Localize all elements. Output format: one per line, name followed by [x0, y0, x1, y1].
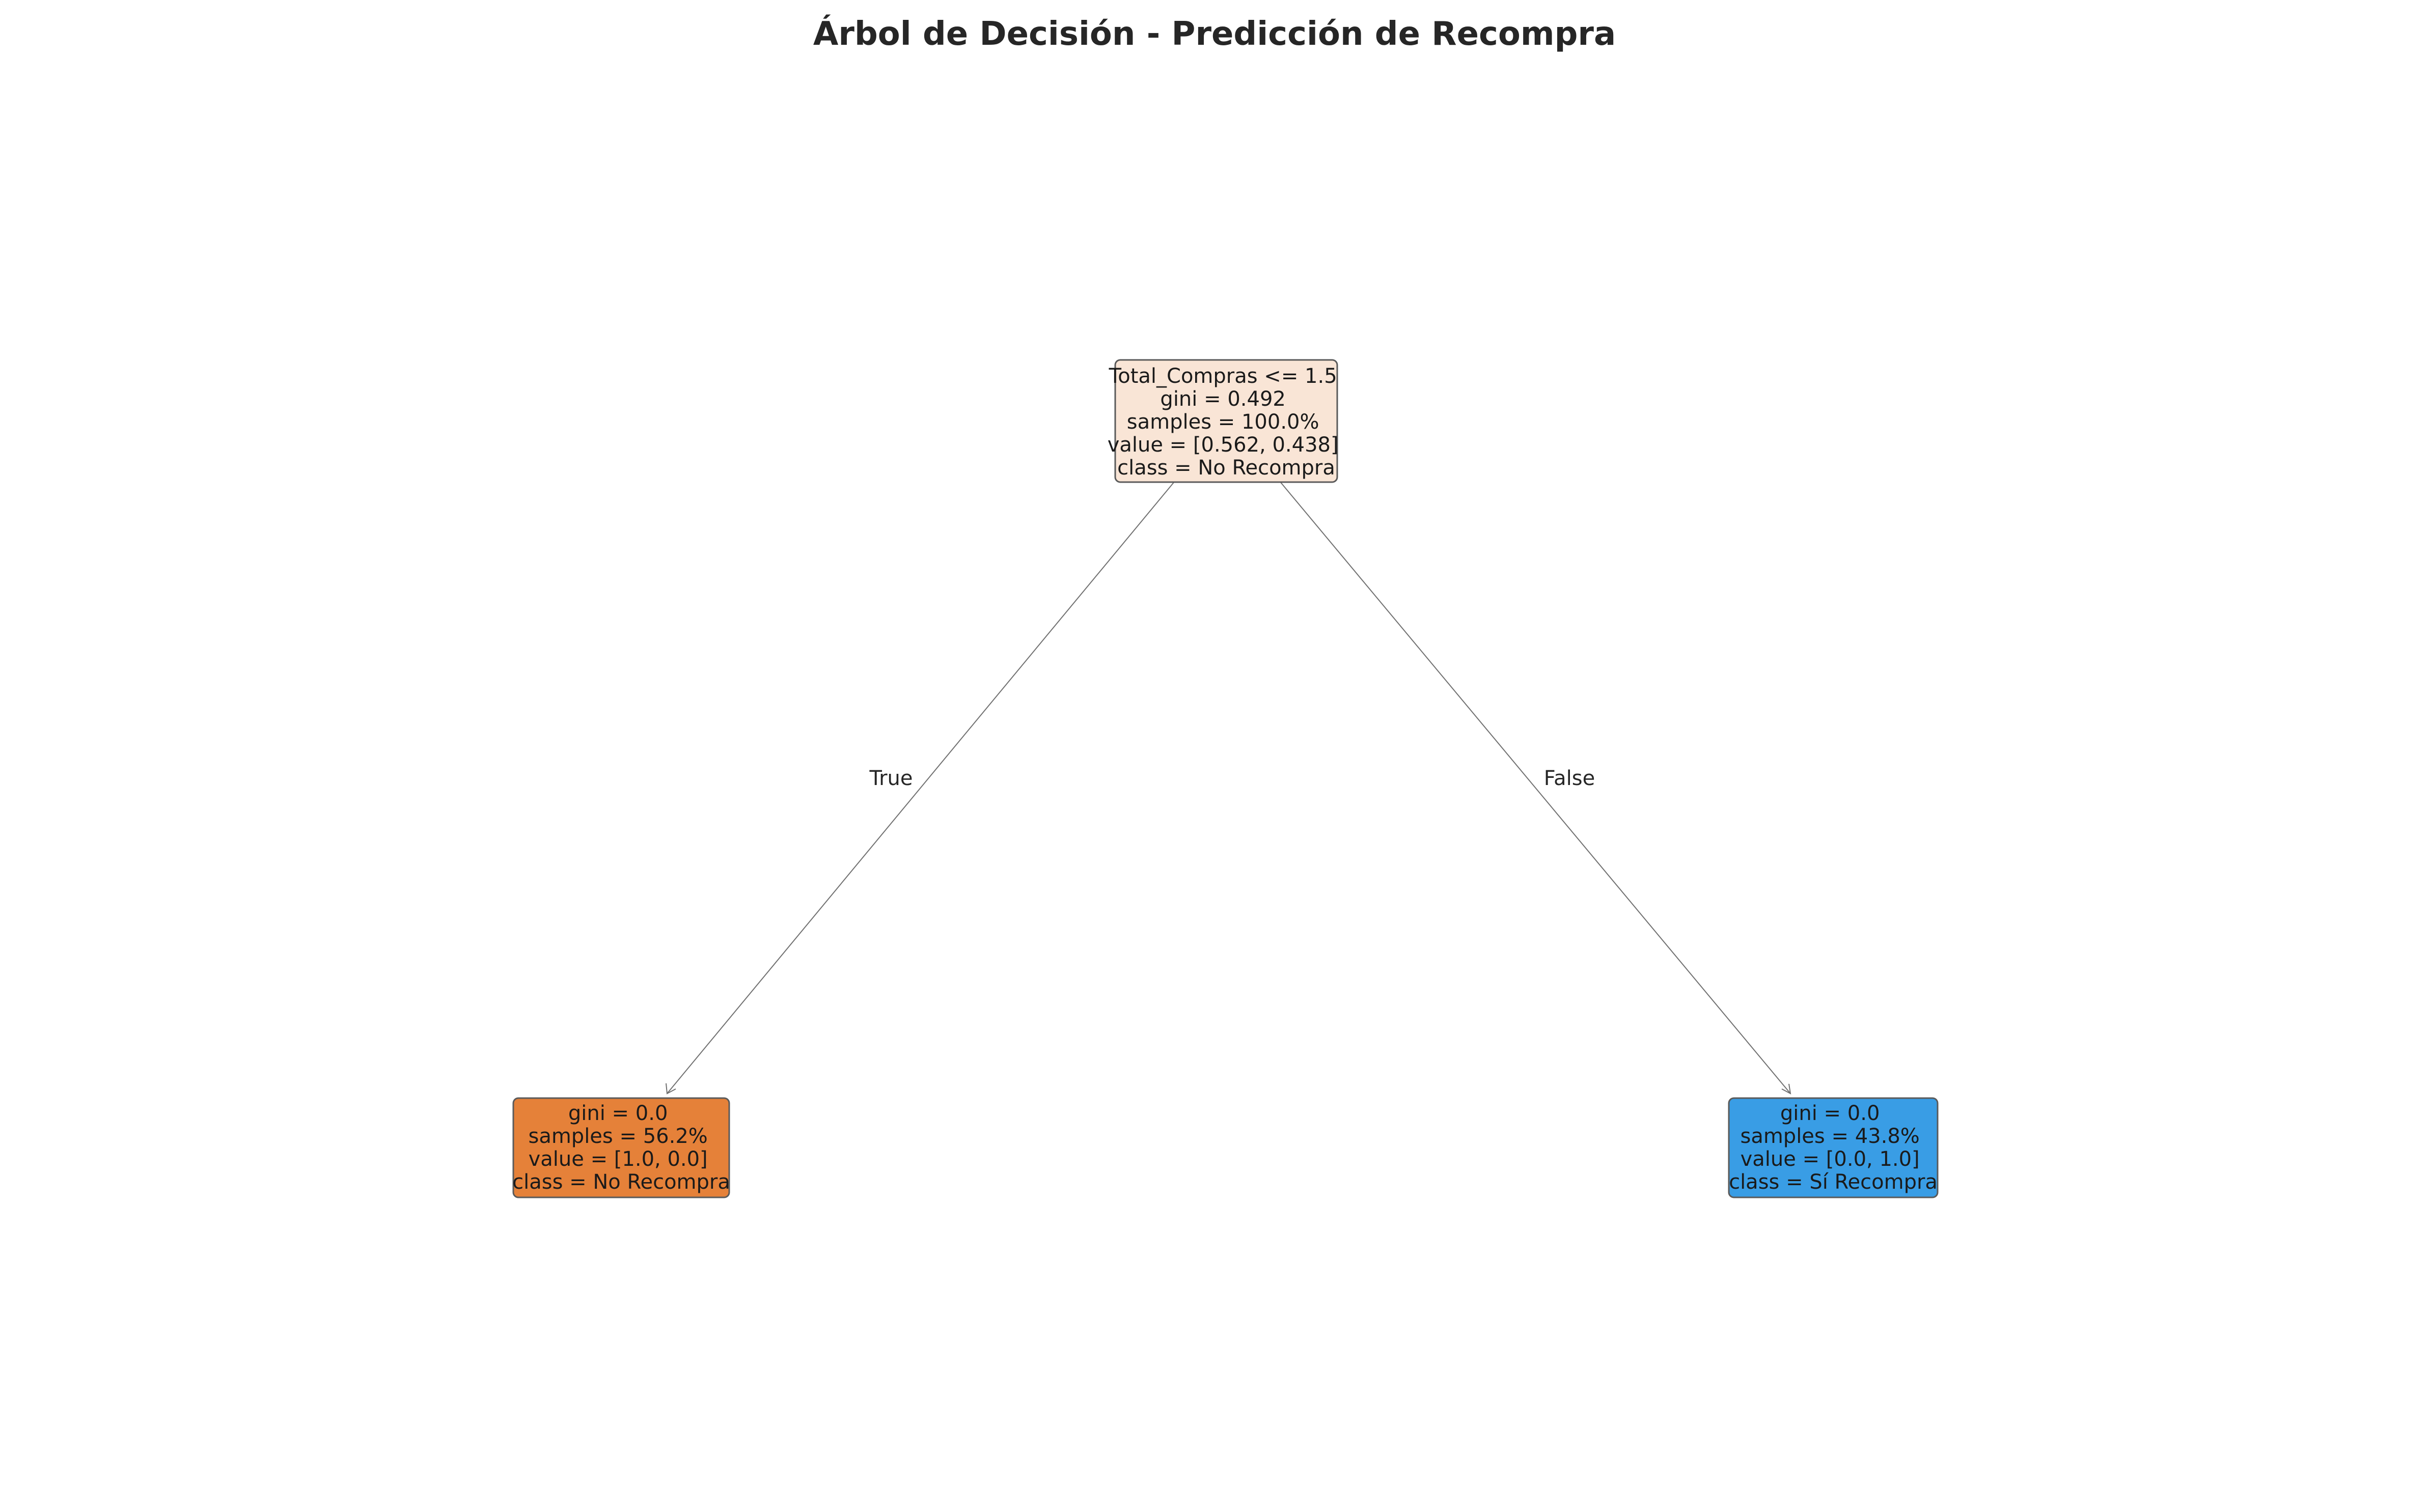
svg-text:Total_Compras <= 1.5 gin: Total_Compras <= 1.5 gini = 0.492 sample…	[1108, 365, 1345, 480]
edge-label-false: False	[1544, 767, 1595, 790]
edge-true	[667, 480, 1176, 1094]
node-box-root	[1114, 359, 1338, 483]
edge-label-true: True	[869, 767, 913, 790]
node-right-samples: samples = 43.8%	[1740, 1125, 1919, 1148]
edge-false-arrowhead	[1781, 1083, 1791, 1095]
tree-node-right-leaf: gini = 0.0 samples = 43.8% value = [0.0,…	[1728, 1097, 1939, 1198]
node-box-right	[1728, 1097, 1939, 1198]
diagram-title: Árbol de Decisión - Predicción de Recomp…	[813, 14, 1616, 53]
node-right-value: value = [0.0, 1.0]	[1741, 1147, 1920, 1171]
node-right-gini: gini = 0.0	[1780, 1102, 1880, 1125]
node-left-gini: gini = 0.0	[568, 1102, 668, 1125]
node-root-gini: gini = 0.492	[1160, 387, 1285, 411]
node-root-class: class = No Recompra	[1117, 456, 1335, 480]
node-right-class: class = Sí Recompra	[1729, 1170, 1938, 1194]
node-left-samples: samples = 56.2%	[528, 1125, 707, 1148]
node-root-samples: samples = 100.0%	[1127, 410, 1319, 434]
edge-false	[1279, 480, 1791, 1094]
node-left-class: class = No Recompra	[512, 1170, 730, 1194]
edge-true-arrowhead	[666, 1083, 676, 1095]
tree-node-root: Total_Compras <= 1.5 gini = 0.492 sample…	[1108, 359, 1345, 483]
node-root-value: value = [0.562, 0.438]	[1108, 433, 1339, 457]
node-box-left	[512, 1097, 730, 1198]
svg-text:gini = 0.0 samples = 43.: gini = 0.0 samples = 43.8% value = [0.0,…	[1729, 1102, 1938, 1194]
node-left-value: value = [1.0, 0.0]	[529, 1147, 708, 1171]
svg-text:gini = 0.0 samples = 56.: gini = 0.0 samples = 56.2% value = [1.0,…	[512, 1102, 730, 1194]
tree-node-left-leaf: gini = 0.0 samples = 56.2% value = [1.0,…	[512, 1097, 730, 1198]
node-root-split-rule: Total_Compras <= 1.5	[1109, 365, 1337, 388]
